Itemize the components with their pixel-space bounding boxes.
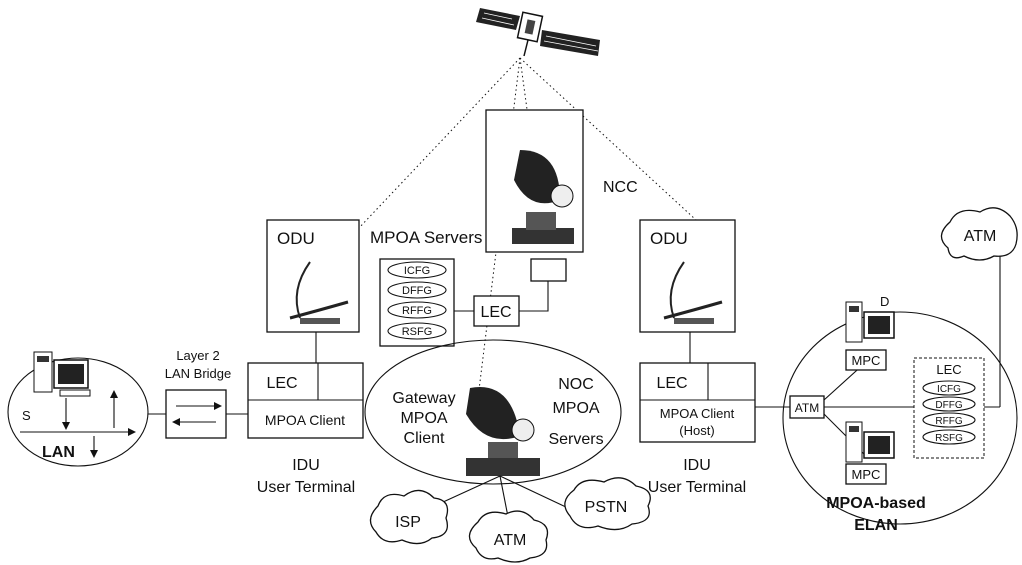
lec-label-right: LEC bbox=[656, 375, 687, 392]
noc-ellipse bbox=[364, 339, 622, 485]
mpc-box-bottom bbox=[845, 463, 887, 485]
fg-item: RFFG bbox=[935, 416, 962, 427]
fg-oval bbox=[922, 412, 976, 428]
ncc-label: NCC bbox=[603, 179, 638, 196]
fg-item: DFFG bbox=[402, 285, 432, 297]
odu-box-right bbox=[639, 219, 736, 333]
mpc-box-top bbox=[845, 349, 887, 371]
fg-item: RSFG bbox=[402, 326, 433, 338]
bridge-label: LAN Bridge bbox=[165, 366, 231, 381]
svg-text:ATM: ATM bbox=[494, 532, 527, 549]
lan-label: LAN bbox=[42, 444, 75, 461]
cloud-isp: ISP bbox=[369, 489, 449, 545]
destination-label: D bbox=[880, 294, 889, 309]
odu-label-right: ODU bbox=[650, 229, 688, 248]
satellite-link-right bbox=[519, 57, 721, 243]
dish-antenna-icon bbox=[289, 261, 349, 324]
elan-ellipse bbox=[782, 311, 1018, 525]
dish-antenna-icon bbox=[512, 150, 574, 244]
dish-antenna-icon bbox=[663, 261, 723, 324]
noc-label: Servers bbox=[548, 431, 603, 448]
svg-text:PSTN: PSTN bbox=[585, 499, 628, 516]
satellite-link-ncc bbox=[519, 57, 536, 169]
svg-text:ISP: ISP bbox=[395, 514, 421, 531]
computer-icon bbox=[845, 421, 895, 463]
elan-label: ELAN bbox=[854, 517, 898, 534]
gateway-label: Gateway bbox=[392, 390, 455, 407]
ncc-station bbox=[485, 109, 584, 282]
lec-label-left: LEC bbox=[266, 375, 297, 392]
noc-label: NOC bbox=[558, 376, 594, 393]
fg-list-left: ICFG DFFG RFFG RSFG bbox=[387, 261, 447, 340]
fg-oval bbox=[922, 396, 976, 412]
atm-switch-label: ATM bbox=[795, 401, 819, 415]
fg-oval bbox=[922, 380, 976, 396]
mpc-label: MPC bbox=[852, 353, 881, 368]
noc-label: MPOA bbox=[552, 400, 599, 417]
lec-server-box bbox=[913, 357, 985, 459]
satellite-link-left bbox=[339, 57, 521, 249]
fg-list-right: ICFG DFFG RFFG RSFG bbox=[922, 380, 976, 445]
fg-item: RFFG bbox=[402, 305, 432, 317]
mpoa-client-label-left: MPOA Client bbox=[265, 412, 345, 428]
cloud-atm-top: ATM bbox=[940, 207, 1018, 261]
fg-item: ICFG bbox=[404, 265, 430, 277]
source-label: S bbox=[22, 408, 31, 423]
fg-oval bbox=[922, 429, 976, 445]
gateway-label: MPOA bbox=[400, 410, 447, 427]
center-lec-label: LEC bbox=[480, 304, 511, 321]
gateway-label: Client bbox=[404, 430, 445, 447]
user-terminal-label-left: User Terminal bbox=[257, 479, 355, 496]
lan-ellipse bbox=[7, 357, 149, 467]
computer-icon bbox=[845, 301, 895, 343]
idu-box-right bbox=[639, 362, 756, 443]
bridge-label: Layer 2 bbox=[176, 348, 219, 363]
fg-item: RSFG bbox=[935, 433, 963, 444]
fg-oval bbox=[387, 281, 447, 299]
idu-label-right: IDU bbox=[683, 457, 711, 474]
mpoa-client-host-label: MPOA Client bbox=[660, 406, 735, 421]
user-terminal-label-right: User Terminal bbox=[648, 479, 746, 496]
cloud-pstn: PSTN bbox=[564, 477, 651, 531]
odu-label-left: ODU bbox=[277, 229, 315, 248]
elan-label: MPOA-based bbox=[826, 495, 926, 512]
fg-item: ICFG bbox=[937, 384, 961, 395]
mpc-label: MPC bbox=[852, 467, 881, 482]
computer-icon bbox=[33, 351, 91, 397]
cloud-atm-bottom: ATM bbox=[468, 510, 549, 563]
fg-oval bbox=[387, 301, 447, 319]
svg-text:ATM: ATM bbox=[964, 228, 997, 245]
fg-oval bbox=[387, 261, 447, 279]
mpoa-client-host-label: (Host) bbox=[679, 423, 714, 438]
bridge-box bbox=[165, 389, 227, 439]
fg-oval bbox=[387, 322, 447, 340]
dish-antenna-icon bbox=[466, 387, 540, 476]
mpoa-servers-label: MPOA Servers bbox=[370, 228, 482, 247]
idu-label-left: IDU bbox=[292, 457, 320, 474]
fg-item: DFFG bbox=[935, 400, 962, 411]
satellite-icon bbox=[476, 8, 600, 57]
lec-server-label: LEC bbox=[936, 362, 961, 377]
